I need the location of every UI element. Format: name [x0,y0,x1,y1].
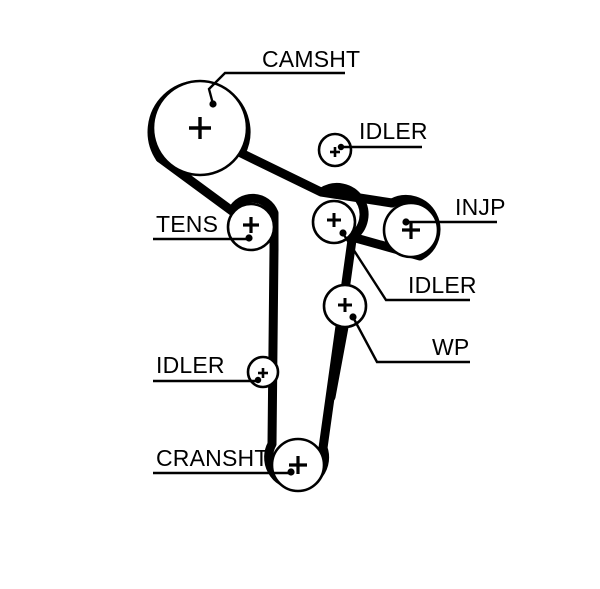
tens-pulley[interactable] [226,202,276,252]
tens-leader-dot [245,234,253,242]
belt-tens-wrap [155,153,279,254]
idler-mid-center-cross [327,213,341,227]
label-injp[interactable]: INJP [402,194,505,226]
belt-wp-contact [326,322,349,402]
wp-leader-line [352,318,470,364]
belt-mid-idler-wrap [317,182,369,242]
cransht-label-text: CRANSHT [156,445,269,471]
camsht-leader-line [207,71,345,105]
tens-center-cross [243,217,259,233]
camsht-leader-dot [209,100,217,108]
idler-low-center-cross [258,368,268,378]
label-cransht[interactable]: CRANSHT [153,445,295,476]
wp-pulley[interactable] [322,283,368,329]
idler-mid-leader-dot [339,229,347,237]
wp-leader-dot [349,313,357,321]
label-camsht[interactable]: CAMSHT [207,46,360,108]
injp-leader-dot [402,218,410,226]
injp-label-text: INJP [455,194,506,220]
idler-low-label-text: IDLER [156,352,225,378]
pulley-group [151,79,440,493]
label-idler-low[interactable]: IDLER [153,352,262,384]
idler-top-pulley[interactable] [317,132,353,168]
cransht-center-cross [289,456,307,474]
idler-top-center-cross [330,147,340,157]
injp-center-cross [402,221,420,239]
idler-mid-pulley[interactable] [311,199,357,245]
label-tens[interactable]: TENS [153,211,253,242]
idler-top-label-text: IDLER [359,118,428,144]
label-idler-top[interactable]: IDLER [337,118,428,151]
wp-label-text: WP [432,334,469,360]
cransht-pulley[interactable] [270,437,326,493]
cransht-leader-dot [287,468,295,476]
camsht-label-text: CAMSHT [262,46,360,72]
label-wp[interactable]: WP [349,313,470,364]
belt-left-vertical-run [267,244,279,449]
label-group: CAMSHT IDLER INJP TENS [153,46,505,476]
tens-label-text: TENS [156,211,218,237]
idler-mid-leader-line [342,234,470,302]
wp-center-cross [338,298,352,312]
camsht-pulley[interactable] [151,79,249,177]
idler-top-leader-dot [337,143,345,151]
idler-low-leader-dot [254,376,262,384]
camsht-center-cross [189,117,211,139]
idler-mid-label-text: IDLER [408,272,477,298]
label-idler-mid[interactable]: IDLER [339,229,477,302]
idler-low-pulley[interactable] [246,355,280,389]
injp-pulley[interactable] [382,201,440,259]
